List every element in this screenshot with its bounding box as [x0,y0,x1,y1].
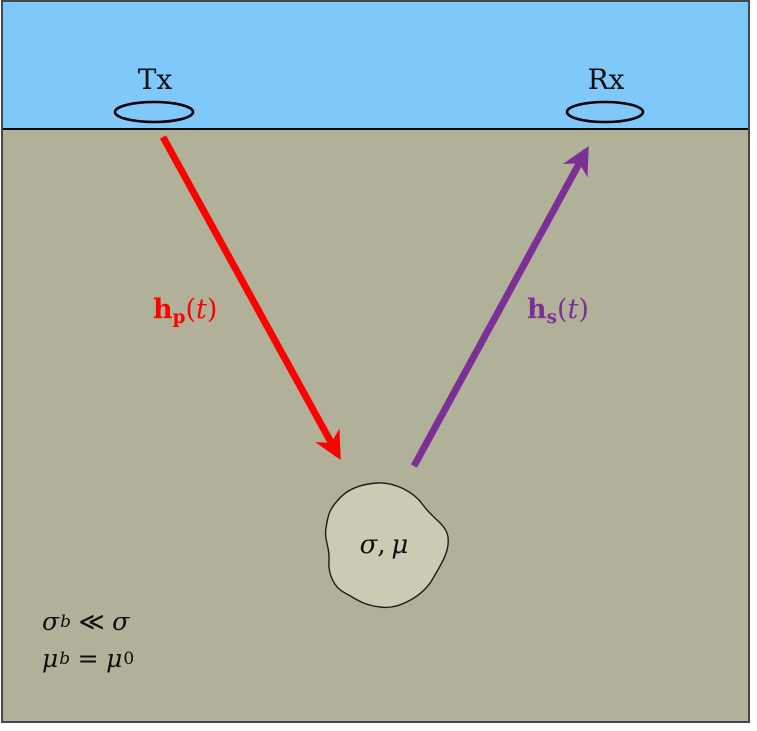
primary-field-label: hp(t) [153,296,217,328]
hs-paren-close: ) [578,294,589,325]
hp-paren-open: ( [185,294,197,325]
hp-vector: h [153,294,173,325]
much-less-than-symbol: ≪ [78,607,105,636]
hs-sub: s [546,307,557,329]
rx-label-text: Rx [587,63,625,96]
secondary-field-label: hs(t) [527,296,589,328]
tx-label: Tx [138,66,172,94]
object-sigma: σ [359,530,378,560]
cond2-rhs-sub: 0 [123,648,135,669]
tx-label-text: Tx [137,63,173,96]
cond2-lhs-sub: b [59,648,71,669]
object-comma: , [377,530,386,560]
rx-label: Rx [588,66,625,94]
cond2-lhs: μ [42,644,59,673]
hs-vector: h [527,294,547,325]
object-properties-label: σ,μ [360,532,409,558]
ground-halfspace [3,130,748,721]
cond2-rhs: μ [106,644,123,673]
hp-sub: p [172,307,186,329]
equals-symbol: = [77,644,99,673]
hs-arg: t [567,294,579,325]
hp-paren-close: ) [206,294,218,325]
hp-arg: t [196,294,207,325]
cond1-rhs: σ [112,607,130,636]
cond1-lhs: σ [42,607,60,636]
hs-paren-open: ( [556,294,568,325]
cond1-lhs-sub: b [60,611,71,632]
air-layer [3,2,748,130]
object-mu: μ [391,530,409,560]
